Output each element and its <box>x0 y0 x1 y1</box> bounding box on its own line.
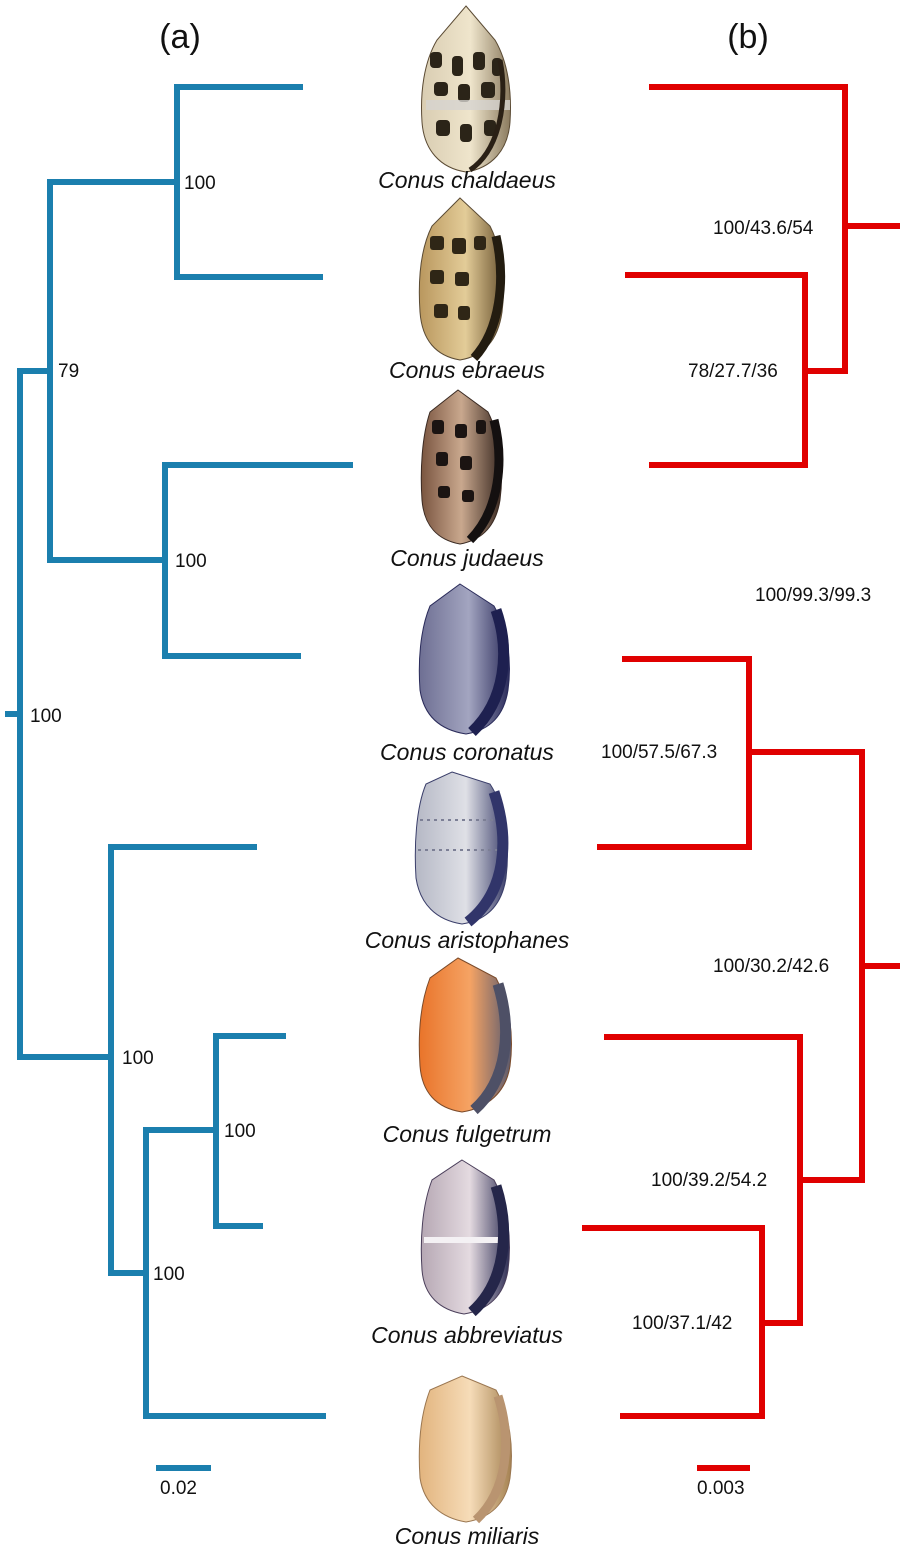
shell-icon-abbreviatus <box>421 1160 509 1314</box>
shell-icon-coronatus <box>419 584 509 734</box>
shell-icon-fulgetrum <box>419 958 511 1112</box>
support-b-upper-clade: 100/43.6/54 <box>713 218 814 239</box>
species-label-miliaris: Conus miliaris <box>395 1523 540 1549</box>
shell-icon-judaeus <box>421 390 501 544</box>
support-b-abbreviatus-miliaris: 100/37.1/42 <box>632 1313 732 1334</box>
species-label-aristophanes: Conus aristophanes <box>365 927 570 953</box>
species-label-judaeus: Conus judaeus <box>390 545 544 571</box>
panel-label-a: (a) <box>159 18 201 56</box>
tree-b-support-labels: 100/43.6/54 78/27.7/36 100/99.3/99.3 100… <box>601 218 871 1334</box>
scale-label-a: 0.02 <box>160 1478 197 1499</box>
species-label-abbreviatus: Conus abbreviatus <box>371 1322 563 1348</box>
support-b-lower-clade: 100/30.2/42.6 <box>713 956 829 977</box>
species-label-coronatus: Conus coronatus <box>380 739 554 765</box>
support-a-judaeus-coronatus: 100 <box>175 551 207 572</box>
shell-icon-miliaris <box>419 1376 511 1522</box>
species-label-fulgetrum: Conus fulgetrum <box>383 1121 552 1147</box>
shell-icon-aristophanes <box>415 772 507 924</box>
scale-label-b: 0.003 <box>697 1478 745 1499</box>
support-b-fulgetrum-clade: 100/39.2/54.2 <box>651 1170 767 1191</box>
shell-icon-chaldaeus <box>422 6 511 172</box>
support-a-chaldaeus-ebraeus: 100 <box>184 173 216 194</box>
tree-a-support-labels: 100 79 100 100 100 100 100 <box>30 173 256 1285</box>
support-a-root: 100 <box>30 706 62 727</box>
shell-icon-ebraeus <box>419 198 503 360</box>
support-a-fulgetrum-miliaris: 100 <box>153 1264 185 1285</box>
support-a-fulgetrum-abbreviatus: 100 <box>224 1121 256 1142</box>
support-b-ebraeus-judaeus: 78/27.7/36 <box>688 361 778 382</box>
support-b-coronatus-aristophanes: 100/57.5/67.3 <box>601 742 717 763</box>
panel-label-b: (b) <box>727 18 769 56</box>
support-a-lower-clade: 100 <box>122 1048 154 1069</box>
support-a-upper-clade: 79 <box>58 361 79 382</box>
species-label-chaldaeus: Conus chaldaeus <box>378 167 556 193</box>
species-label-ebraeus: Conus ebraeus <box>389 357 545 383</box>
support-b-root: 100/99.3/99.3 <box>755 585 871 606</box>
tree-a <box>8 87 350 1416</box>
